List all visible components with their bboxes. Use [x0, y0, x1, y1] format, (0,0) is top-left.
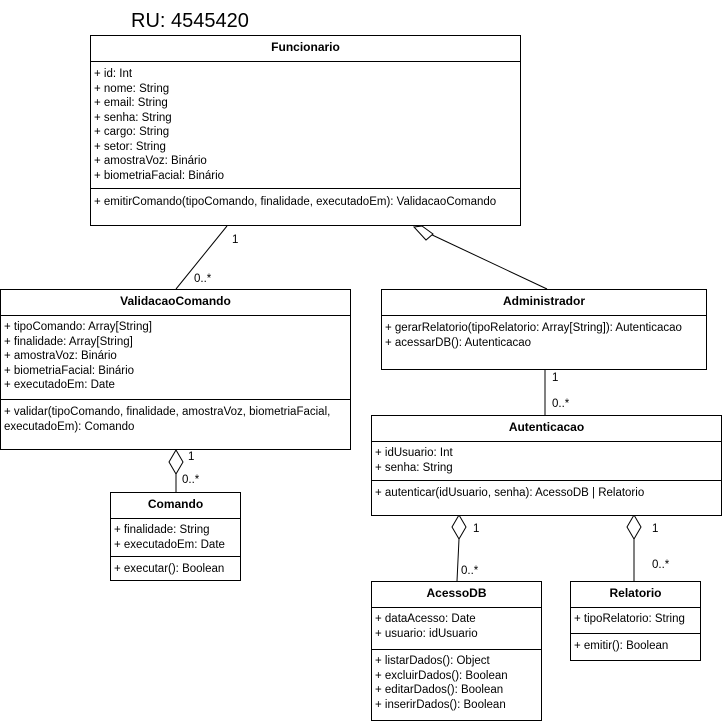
attribute: + biometriaFacial: Binário [94, 169, 225, 182]
attribute: + id: Int [94, 68, 133, 80]
aggregation-diamond-acessodb [451, 514, 467, 540]
multiplicity-funcionario-validacao-many: 0..* [194, 273, 212, 285]
multiplicity-auth-relatorio-many: 0..* [652, 559, 670, 571]
class-acessodb[interactable]: AcessoDB + dataAcesso: Date + usuario: i… [371, 581, 542, 721]
attribute: + idUsuario: Int [375, 447, 453, 459]
attribute: + biometriaFacial: Binário [4, 364, 135, 377]
diagram-title: RU: 4545420 [131, 10, 249, 32]
method: + executar(): Boolean [114, 563, 225, 575]
attribute: + setor: String [94, 140, 166, 153]
class-funcionario-methods: + emitirComando(tipoComando, finalidade,… [91, 189, 520, 210]
class-autenticacao-name: Autenticacao [372, 416, 721, 442]
class-comando-attributes: + finalidade: String + executadoEm: Date [111, 519, 240, 557]
class-relatorio[interactable]: Relatorio + tipoRelatorio: String + emit… [570, 581, 701, 661]
attribute: + cargo: String [94, 126, 170, 138]
attribute: + senha: String [375, 461, 453, 474]
class-validacaocomando-name: ValidacaoComando [1, 290, 350, 316]
class-validacaocomando-attributes: + tipoComando: Array[String] + finalidad… [1, 316, 350, 400]
class-administrador-attributes: + gerarRelatorio(tipoRelatorio: Array[St… [382, 316, 706, 350]
generalization-arrowhead [412, 225, 434, 241]
attribute: + senha: String [94, 111, 172, 124]
multiplicity-auth-acessodb-one: 1 [473, 523, 480, 535]
multiplicity-admin-auth-many: 0..* [552, 398, 570, 410]
multiplicity-validacao-comando-many: 0..* [182, 474, 200, 486]
class-comando-name: Comando [111, 493, 240, 519]
multiplicity-funcionario-validacao-one: 1 [232, 234, 239, 246]
attribute: + amostraVoz: Binário [4, 350, 117, 362]
class-comando-methods: + executar(): Boolean [111, 557, 240, 577]
class-autenticacao[interactable]: Autenticacao + idUsuario: Int + senha: S… [371, 415, 722, 516]
attribute: + finalidade: Array[String] [4, 335, 133, 348]
aggregation-autenticacao-acessodb [456, 538, 460, 582]
attribute: + tipoRelatorio: String [574, 613, 685, 625]
class-funcionario-name: Funcionario [91, 36, 520, 62]
method: + validar(tipoComando, finalidade, amost… [4, 406, 331, 433]
class-relatorio-name: Relatorio [571, 582, 700, 608]
method: + emitirComando(tipoComando, finalidade,… [94, 196, 497, 208]
class-relatorio-methods: + emitir(): Boolean [571, 634, 700, 654]
attribute: + finalidade: String [114, 524, 210, 536]
attribute: + gerarRelatorio(tipoRelatorio: Array[St… [385, 322, 682, 334]
class-relatorio-attributes: + tipoRelatorio: String [571, 608, 700, 634]
class-acessodb-methods: + listarDados(): Object + excluirDados()… [372, 650, 541, 712]
class-comando[interactable]: Comando + finalidade: String + executado… [110, 492, 241, 581]
class-validacaocomando-methods: + validar(tipoComando, finalidade, amost… [1, 400, 350, 434]
multiplicity-admin-auth-one: 1 [552, 372, 559, 384]
aggregation-diamond-validacao [168, 449, 184, 475]
class-administrador-name: Administrador [382, 290, 706, 316]
attribute: + usuario: idUsuario [375, 627, 478, 640]
multiplicity-auth-acessodb-many: 0..* [461, 565, 479, 577]
multiplicity-validacao-comando-one: 1 [188, 451, 195, 463]
attribute: + executadoEm: Date [4, 379, 115, 391]
attribute: + email: String [94, 97, 168, 109]
class-funcionario[interactable]: Funcionario + id: Int + nome: String + e… [90, 35, 521, 226]
class-validacaocomando[interactable]: ValidacaoComando + tipoComando: Array[St… [0, 289, 351, 450]
class-administrador[interactable]: Administrador + gerarRelatorio(tipoRelat… [381, 289, 707, 370]
attribute: + amostraVoz: Binário [94, 155, 207, 167]
attribute: + nome: String [94, 82, 170, 95]
method: + autenticar(idUsuario, senha): AcessoDB… [375, 487, 645, 499]
generalization-administrador-funcionario [427, 232, 548, 290]
association-funcionario-validacao [175, 225, 228, 290]
class-acessodb-attributes: + dataAcesso: Date + usuario: idUsuario [372, 608, 541, 650]
class-acessodb-name: AcessoDB [372, 582, 541, 608]
attribute: + tipoComando: Array[String] [4, 321, 152, 333]
multiplicity-auth-relatorio-one: 1 [652, 523, 659, 535]
method: + emitir(): Boolean [574, 640, 669, 652]
attribute: + acessarDB(): Autenticacao [385, 336, 532, 349]
method: + listarDados(): Object [375, 655, 490, 667]
method: + inserirDados(): Boolean [375, 698, 506, 711]
aggregation-diamond-relatorio [626, 514, 642, 540]
class-autenticacao-methods: + autenticar(idUsuario, senha): AcessoDB… [372, 481, 721, 501]
class-autenticacao-attributes: + idUsuario: Int + senha: String [372, 442, 721, 481]
method: + excluirDados(): Boolean [375, 669, 508, 682]
attribute: + executadoEm: Date [114, 538, 225, 551]
method: + editarDados(): Boolean [375, 684, 504, 696]
class-funcionario-attributes: + id: Int + nome: String + email: String… [91, 62, 520, 189]
attribute: + dataAcesso: Date [375, 613, 476, 625]
